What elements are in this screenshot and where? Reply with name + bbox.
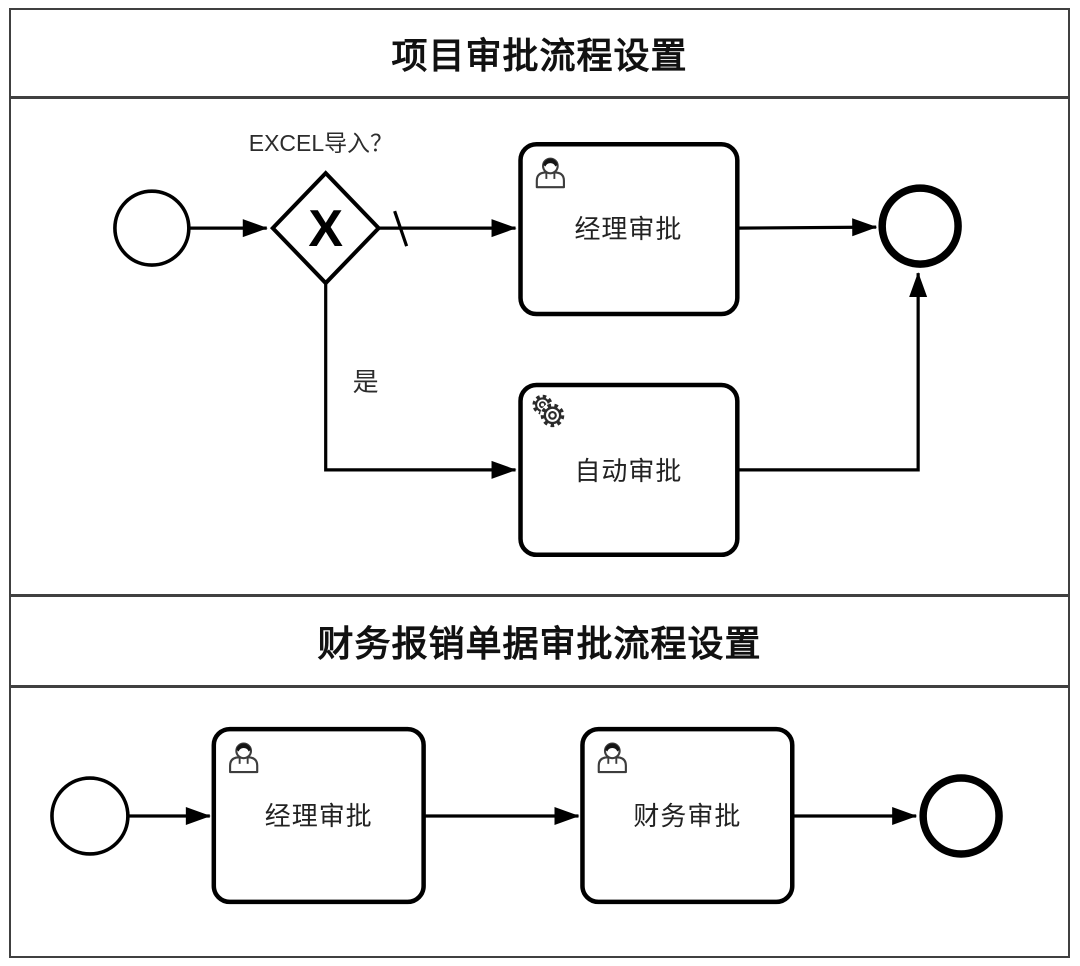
gateway-x-icon: X bbox=[308, 200, 343, 258]
user-task-finance-label: 财务审批 bbox=[633, 801, 741, 831]
yes-flow-label: 是 bbox=[353, 367, 379, 397]
default-flow-slash-marker bbox=[393, 210, 409, 247]
section2-bpmn-svg: 经理审批 财务审批 bbox=[50, 726, 1003, 905]
user-task-manager bbox=[518, 141, 740, 317]
user-icon bbox=[229, 742, 259, 774]
sequence-flow-auto-to-end bbox=[737, 272, 928, 472]
section1-bpmn-svg: X EXCEL导入？ 经理审批 是 bbox=[113, 130, 962, 558]
user-task-manager-label: 经理审批 bbox=[574, 214, 682, 244]
sequence-flow-manager-to-end bbox=[737, 218, 878, 237]
section2-diagram: 经理审批 财务审批 bbox=[11, 688, 1068, 956]
section1-title: 项目审批流程设置 bbox=[391, 35, 688, 76]
outer-frame: 项目审批流程设置 X EXCEL导入？ bbox=[9, 8, 1070, 958]
end-event bbox=[878, 184, 962, 268]
section2-title-band: 财务报销单据审批流程设置 bbox=[11, 597, 1068, 688]
user-task-manager-label: 经理审批 bbox=[265, 801, 373, 831]
sequence-flow-gateway-to-auto bbox=[324, 283, 517, 479]
section1-title-band: 项目审批流程设置 bbox=[11, 10, 1068, 99]
gears-icon bbox=[532, 394, 565, 428]
start-event bbox=[113, 189, 191, 267]
start-event bbox=[50, 776, 130, 856]
section2-title: 财务报销单据审批流程设置 bbox=[317, 623, 762, 664]
user-icon bbox=[597, 742, 627, 774]
gateway-condition-label: EXCEL导入？ bbox=[249, 130, 393, 156]
end-event bbox=[919, 774, 1003, 858]
service-task-auto-label: 自动审批 bbox=[574, 456, 682, 486]
user-icon bbox=[535, 157, 565, 189]
section1-diagram: X EXCEL导入？ 经理审批 是 bbox=[11, 99, 1068, 597]
